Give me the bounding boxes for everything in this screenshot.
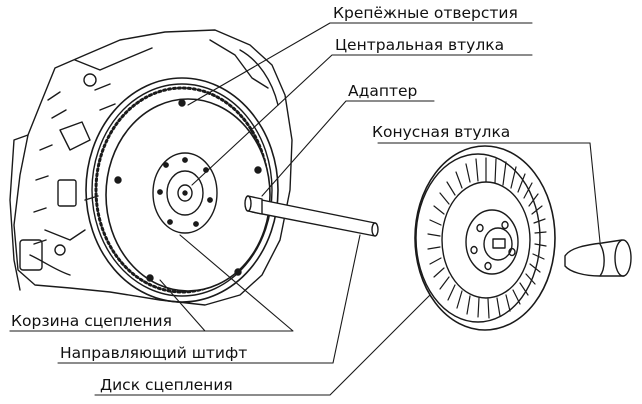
label-adapter: Адаптер	[348, 82, 418, 100]
clutch-disc-body	[414, 145, 556, 331]
label-central-hub: Центральная втулка	[335, 36, 505, 54]
clutch-basket-body	[105, 98, 271, 292]
label-clutch-basket: Корзина сцепления	[11, 312, 172, 330]
cone-hub-body	[564, 239, 632, 277]
label-cone-hub: Конусная втулка	[372, 123, 511, 141]
label-mount-holes: Крепёжные отверстия	[333, 4, 518, 22]
leader-lines	[9, 22, 601, 396]
engine-housing	[9, 29, 293, 306]
label-guide-pin: Направляющий штифт	[60, 344, 248, 362]
label-clutch-disc: Диск сцепления	[100, 376, 233, 394]
guide-pin-shaft	[244, 195, 379, 237]
mount-holes	[114, 99, 262, 282]
clutch-disc-slots	[427, 157, 547, 319]
